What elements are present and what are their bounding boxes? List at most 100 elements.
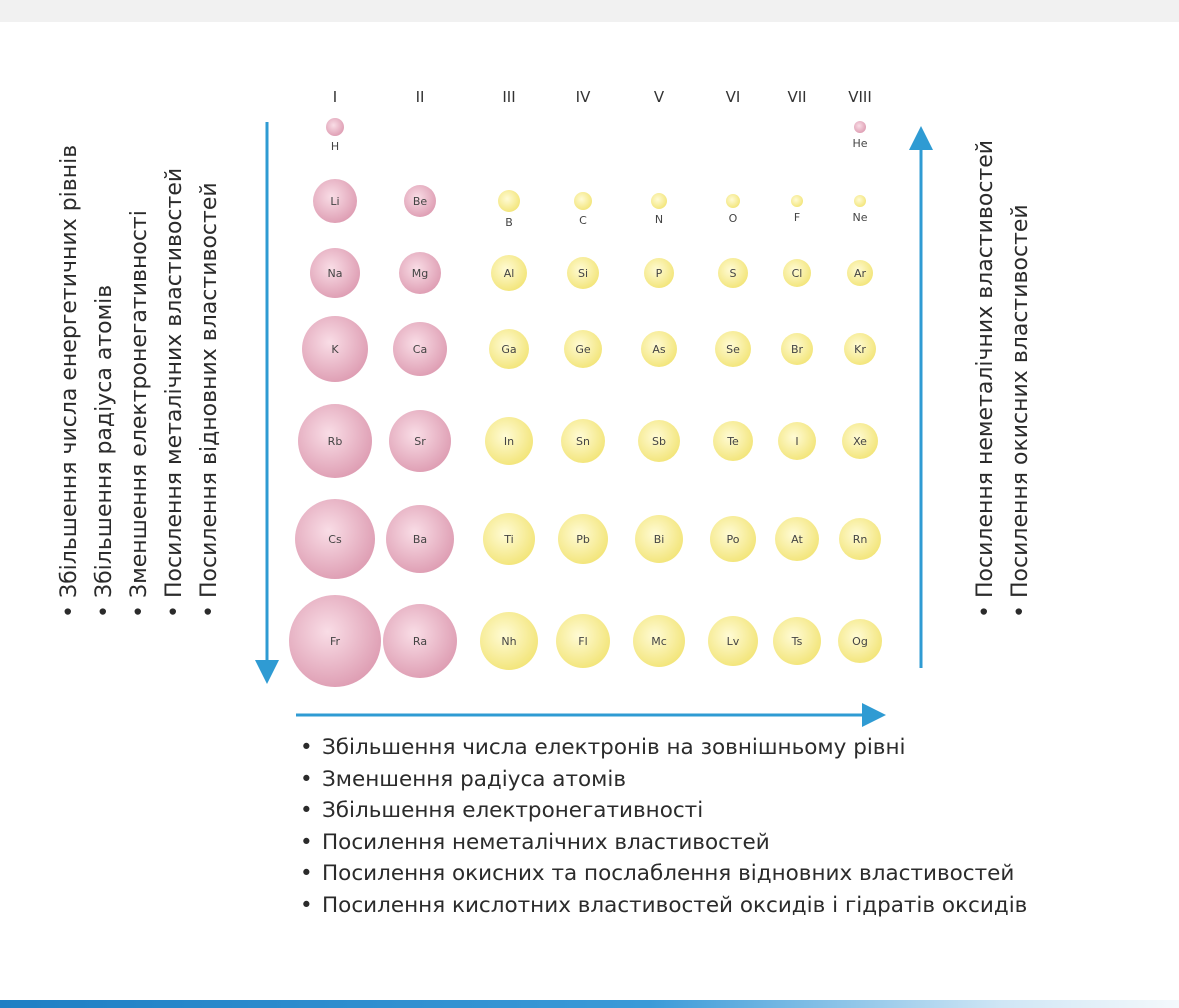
atom-symbol: K: [331, 343, 339, 356]
atom-Bi: Bi: [635, 515, 683, 563]
atom-circle: [310, 248, 360, 298]
atom-K: K: [302, 316, 368, 382]
atom-circle: [483, 513, 535, 565]
atom-At: At: [775, 517, 819, 561]
atom-symbol: Pb: [576, 533, 590, 546]
atom-symbol: As: [652, 343, 666, 356]
atom-circle: [775, 517, 819, 561]
atom-symbol: Na: [328, 267, 343, 280]
atom-circle: [485, 417, 533, 465]
atom-P: P: [644, 258, 674, 288]
atom-Be: Be: [404, 185, 436, 217]
atom-symbol: In: [504, 435, 514, 448]
atom-symbol: Te: [726, 435, 739, 448]
bottom-trend-item: Зменшення радіуса атомів: [300, 764, 1027, 796]
atom-circle: [383, 604, 457, 678]
group-header-I: I: [333, 88, 337, 106]
atom-circle: [295, 499, 375, 579]
atom-circle: [489, 329, 529, 369]
atom-Al: Al: [491, 255, 527, 291]
atom-N: N: [651, 193, 667, 226]
atom-circle: [651, 193, 667, 209]
atom-symbol: Li: [330, 195, 339, 208]
atom-circle: [644, 258, 674, 288]
atom-symbol: Nh: [501, 635, 516, 648]
atom-symbol: Xe: [853, 435, 867, 448]
atom-Fl: Fl: [556, 614, 610, 668]
atom-circle: [842, 423, 878, 459]
atom-Si: Si: [567, 257, 599, 289]
top-bar: [0, 0, 1179, 22]
atom-Cl: Cl: [783, 259, 811, 287]
atom-I: I: [778, 422, 816, 460]
atom-circle: [715, 331, 751, 367]
bottom-trends-list: Збільшення числа електронів на зовнішньо…: [300, 732, 1027, 921]
atom-symbol: Kr: [854, 343, 866, 356]
atom-Sr: Sr: [389, 410, 451, 472]
atom-S: S: [718, 258, 748, 288]
atom-circle: [404, 185, 436, 217]
atom-circle: [289, 595, 381, 687]
atom-symbol: Ba: [413, 533, 427, 546]
atom-symbol: Al: [504, 267, 515, 280]
group-header-V: V: [654, 88, 665, 106]
atom-Ar: Ar: [847, 260, 873, 286]
atom-symbol: C: [579, 214, 587, 227]
atom-symbol: F: [794, 211, 800, 224]
atom-circle: [726, 194, 740, 208]
atom-Ts: Ts: [773, 617, 821, 665]
atom-circle: [791, 195, 803, 207]
atom-O: O: [726, 194, 740, 225]
atom-circle: [638, 420, 680, 462]
bottom-trend-item: Збільшення електронегативності: [300, 795, 1027, 827]
atom-symbol: Lv: [727, 635, 740, 648]
atom-symbol: Cl: [792, 267, 803, 280]
atom-circle: [498, 190, 520, 212]
atom-circle: [302, 316, 368, 382]
atom-circle: [710, 516, 756, 562]
atom-circle: [713, 421, 753, 461]
atom-circle: [847, 260, 873, 286]
atom-symbol: Fl: [578, 635, 587, 648]
atom-symbol: Po: [727, 533, 740, 546]
atom-symbol: Ne: [853, 211, 868, 224]
atom-Ti: Ti: [483, 513, 535, 565]
atom-symbol: Ra: [413, 635, 427, 648]
group-header-VIII: VIII: [848, 88, 872, 106]
atom-symbol: N: [655, 213, 663, 226]
atom-Og: Og: [838, 619, 882, 663]
atom-circle: [838, 619, 882, 663]
atom-Ne: Ne: [853, 195, 868, 224]
atom-symbol: Fr: [330, 635, 341, 648]
atom-symbol: Bi: [654, 533, 665, 546]
atom-symbol: Sr: [414, 435, 426, 448]
atom-symbol: Og: [852, 635, 868, 648]
atom-circle: [491, 255, 527, 291]
atom-symbol: Sn: [576, 435, 590, 448]
atom-Mc: Mc: [633, 615, 685, 667]
bottom-trend-item: Посилення кислотних властивостей оксидів…: [300, 890, 1027, 922]
atom-Lv: Lv: [708, 616, 758, 666]
atom-circle: [386, 505, 454, 573]
atom-circle: [556, 614, 610, 668]
atom-Ga: Ga: [489, 329, 529, 369]
atom-circle: [854, 195, 866, 207]
atom-circle: [708, 616, 758, 666]
atom-circle: [783, 259, 811, 287]
bottom-bar: [0, 1000, 1179, 1008]
atom-circle: [399, 252, 441, 294]
atom-C: C: [574, 192, 592, 227]
atom-circle: [854, 121, 866, 133]
atom-circle: [389, 410, 451, 472]
atom-symbol: Mg: [412, 267, 428, 280]
atom-circle: [635, 515, 683, 563]
atom-In: In: [485, 417, 533, 465]
atom-symbol: Be: [413, 195, 428, 208]
atom-Se: Se: [715, 331, 751, 367]
atom-circle: [781, 333, 813, 365]
atom-symbol: Ge: [575, 343, 591, 356]
atom-Ge: Ge: [564, 330, 602, 368]
atom-Sn: Sn: [561, 419, 605, 463]
atom-circle: [633, 615, 685, 667]
